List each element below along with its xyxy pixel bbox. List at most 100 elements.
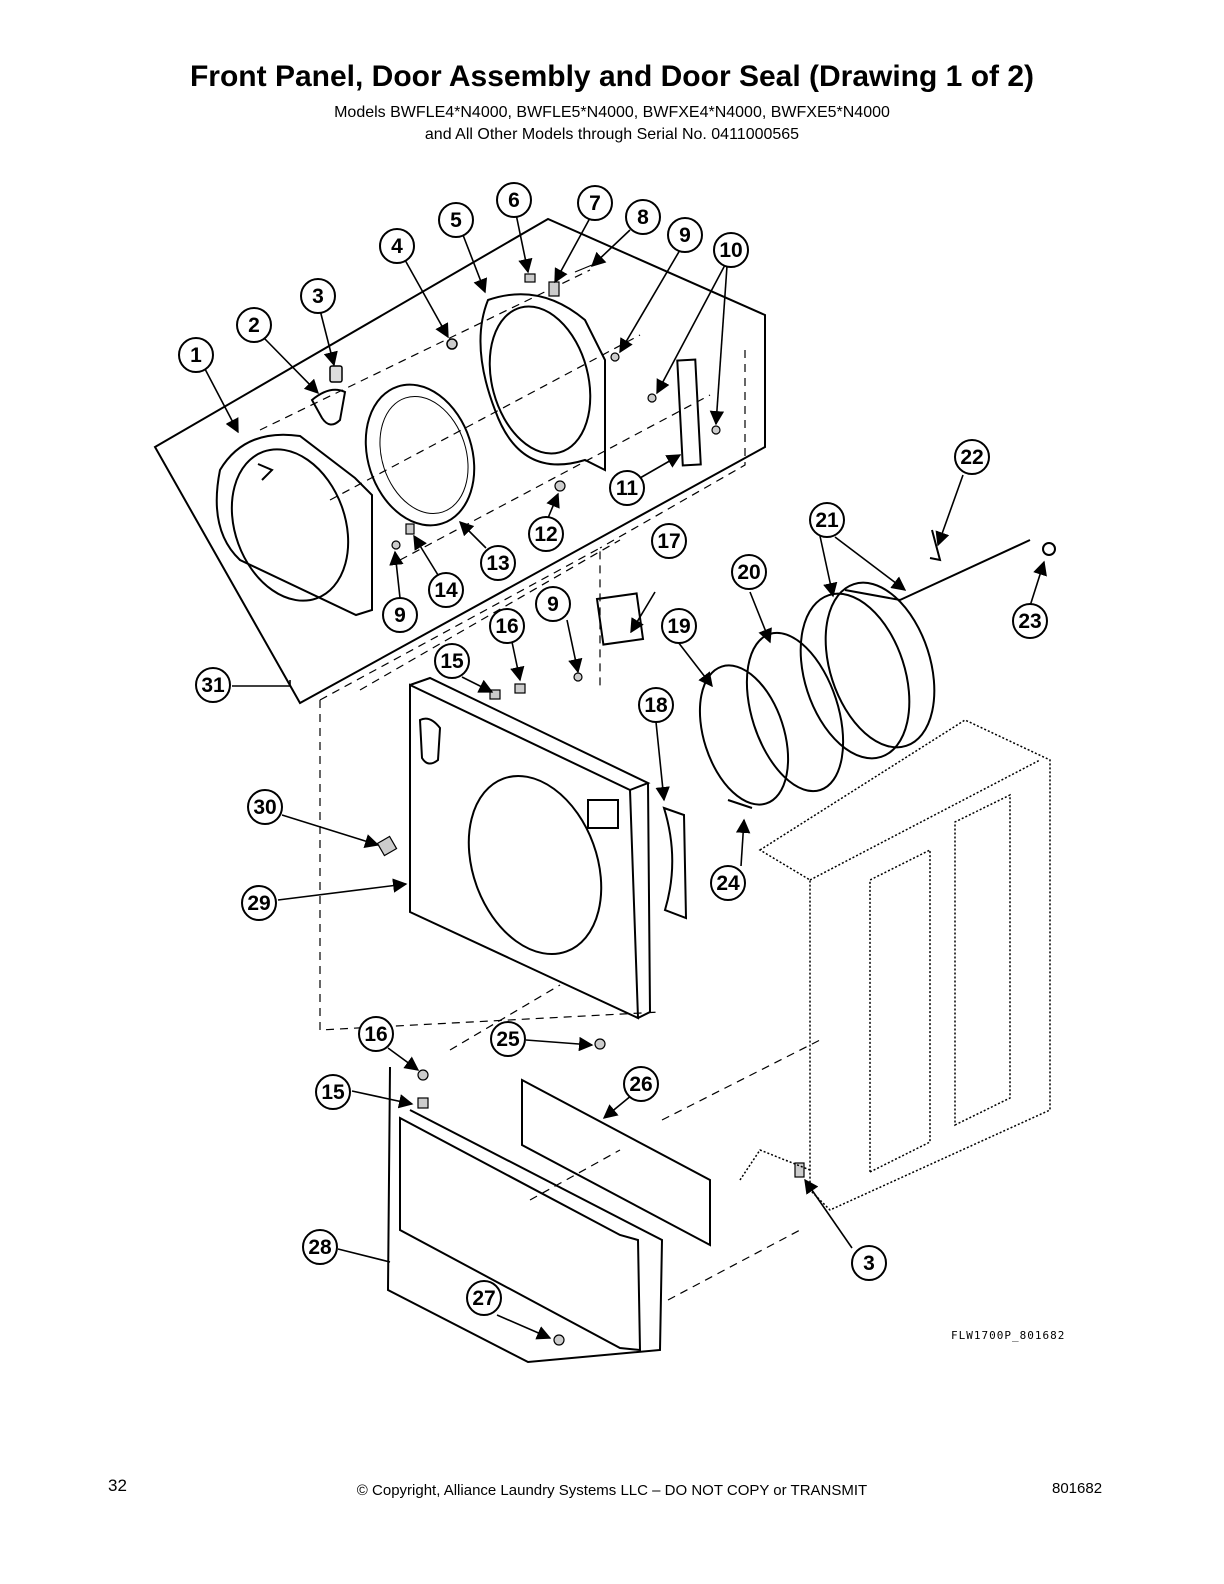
callout-circle-20 xyxy=(731,554,767,590)
label-plate xyxy=(521,1078,711,1247)
callout-label-12: 12 xyxy=(534,523,557,546)
models-subtitle: Models BWFLE4*N4000, BWFLE5*N4000, BWFXE… xyxy=(334,104,890,121)
callout-circle-28 xyxy=(302,1229,338,1265)
callout-circle-31 xyxy=(195,667,231,703)
callout-circle-7 xyxy=(577,185,613,221)
callout-label-22: 22 xyxy=(960,446,983,469)
callout-circle-10 xyxy=(713,232,749,268)
hose-clip xyxy=(929,529,1056,562)
callout-label-10: 10 xyxy=(719,239,742,262)
door-seal xyxy=(799,539,1031,760)
callout-circle-12 xyxy=(528,516,564,552)
seal-wire-end xyxy=(727,799,753,809)
callout-label-3: 3 xyxy=(312,285,324,308)
copyright-notice: © Copyright, Alliance Laundry Systems LL… xyxy=(356,1482,868,1499)
callout-label-30: 30 xyxy=(253,796,276,819)
callout-circle-17 xyxy=(651,523,687,559)
front-panel xyxy=(409,676,652,1020)
callout-label-11: 11 xyxy=(616,477,639,500)
door-assembly-outline xyxy=(153,217,766,705)
callout-circle-16 xyxy=(358,1016,394,1052)
callout-label-9: 9 xyxy=(679,224,691,247)
serial-subtitle: and All Other Models through Serial No. … xyxy=(424,126,800,143)
callout-label-27: 27 xyxy=(472,1287,495,1310)
callout-label-1: 1 xyxy=(190,344,202,367)
callout-circle-9 xyxy=(382,597,418,633)
document-number: 801682 xyxy=(1052,1480,1103,1497)
callout-circle-3 xyxy=(851,1245,887,1281)
callout-label-17: 17 xyxy=(657,530,680,553)
callout-label-29: 29 xyxy=(247,892,270,915)
callout-label-15: 15 xyxy=(321,1081,345,1104)
callout-circle-25 xyxy=(490,1021,526,1057)
callout-label-2: 2 xyxy=(248,314,260,337)
callout-label-31: 31 xyxy=(201,674,225,697)
fasteners xyxy=(376,264,805,1346)
callout-label-16: 16 xyxy=(495,615,518,638)
door-lock xyxy=(595,592,645,646)
callout-circle-24 xyxy=(710,865,746,901)
callout-circle-3 xyxy=(300,278,336,314)
callout-label-9: 9 xyxy=(394,604,406,627)
callout-label-13: 13 xyxy=(486,552,509,575)
callout-circle-21 xyxy=(809,502,845,538)
door-seal-clamps xyxy=(698,631,845,806)
callout-label-26: 26 xyxy=(629,1073,652,1096)
outer-door-panel xyxy=(215,433,373,617)
callout-circle-1 xyxy=(178,337,214,373)
callout-label-6: 6 xyxy=(508,189,520,212)
callout-label-28: 28 xyxy=(308,1236,332,1259)
callout-label-23: 23 xyxy=(1018,610,1041,633)
callout-circle-8 xyxy=(625,199,661,235)
callout-label-5: 5 xyxy=(450,209,462,232)
callout-label-3: 3 xyxy=(863,1252,875,1275)
callout-label-15: 15 xyxy=(440,650,464,673)
door-glass xyxy=(364,383,476,527)
page-title: Front Panel, Door Assembly and Door Seal… xyxy=(189,60,1035,93)
alignment-dashed-lines xyxy=(259,269,821,1301)
callout-circle-15 xyxy=(315,1074,351,1110)
callout-label-18: 18 xyxy=(644,694,668,717)
callout-circle-14 xyxy=(428,572,464,608)
callout-label-25: 25 xyxy=(496,1028,520,1051)
callout-circle-23 xyxy=(1012,603,1048,639)
callout-label-14: 14 xyxy=(434,579,458,602)
gasket-strip xyxy=(662,806,688,920)
callout-circle-13 xyxy=(480,545,516,581)
callout-label-16: 16 xyxy=(364,1023,387,1046)
callout-circle-6 xyxy=(496,182,532,218)
callout-circle-22 xyxy=(954,439,990,475)
door-handle xyxy=(310,388,347,426)
callout-circle-26 xyxy=(623,1066,659,1102)
callout-label-21: 21 xyxy=(815,509,839,532)
callout-label-8: 8 xyxy=(637,206,649,229)
callout-label-4: 4 xyxy=(391,235,403,258)
inner-door-frame xyxy=(479,293,606,472)
callout-label-9: 9 xyxy=(547,593,559,616)
callout-circle-4 xyxy=(379,228,415,264)
callout-label-19: 19 xyxy=(667,615,690,638)
door-hinge xyxy=(676,358,702,467)
drawing-code: FLW1700P_801682 xyxy=(951,1329,1066,1342)
callout-circle-30 xyxy=(247,789,283,825)
door-bumper xyxy=(446,338,458,350)
callout-circle-18 xyxy=(638,687,674,723)
callout-circle-19 xyxy=(661,608,697,644)
page-number: 32 xyxy=(108,1476,127,1495)
leader-lines xyxy=(204,213,1047,1340)
callout-label-7: 7 xyxy=(589,192,601,215)
callout-circle-9 xyxy=(535,586,571,622)
callout-label-20: 20 xyxy=(737,561,760,584)
callout-circle-15 xyxy=(434,643,470,679)
toe-panel xyxy=(386,1066,664,1364)
cabinet xyxy=(739,719,1051,1211)
door-strike xyxy=(329,365,343,383)
callout-circle-29 xyxy=(241,885,277,921)
callout-circle-27 xyxy=(466,1280,502,1316)
callout-circle-2 xyxy=(236,307,272,343)
callout-circle-16 xyxy=(489,608,525,644)
callout-circle-11 xyxy=(609,470,645,506)
callout-label-24: 24 xyxy=(716,872,740,895)
